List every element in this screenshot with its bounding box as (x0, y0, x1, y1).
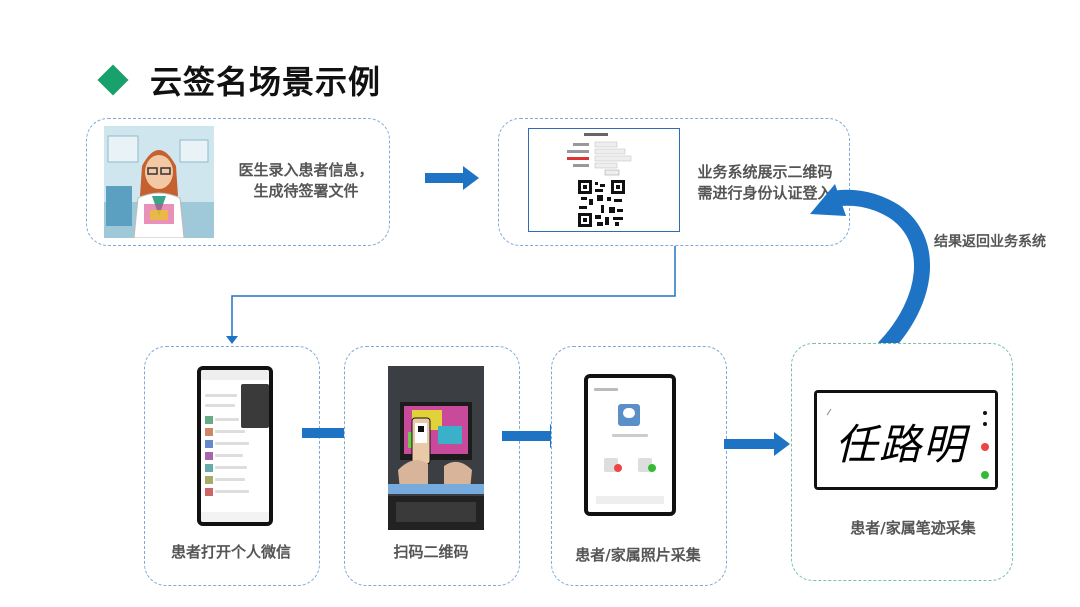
doctor-illustration (104, 126, 214, 238)
scan-photo (388, 366, 484, 530)
label-show-qr: 业务系统展示二维码 需进行身份认证登入 (697, 163, 833, 202)
label-doctor-entry: 医生录入患者信息， 生成待签署文件 (238, 161, 374, 200)
flow-arrow-4 (724, 432, 790, 456)
signature-text: 任路明 (835, 420, 968, 469)
label-open-wechat: 患者打开个人微信 (170, 543, 291, 561)
qr-login-screenshot (528, 128, 680, 232)
flow-arrow-1 (425, 166, 479, 190)
label-handwriting: 患者/家属笔迹采集 (850, 519, 976, 537)
flow-arrow-3 (502, 424, 566, 448)
page-title: 云签名场景示例 (150, 63, 382, 101)
label-photo-capture: 患者/家属照片采集 (575, 546, 701, 564)
phone-photo-capture (584, 374, 676, 516)
label-return-result: 结果返回业务系统 (934, 234, 1046, 250)
tablet-signature-pad: 任路明 (814, 390, 998, 490)
phone-wechat (197, 366, 273, 526)
title-bar: 云签名场景示例 (96, 58, 381, 102)
label-scan-qr: 扫码二维码 (393, 543, 469, 561)
